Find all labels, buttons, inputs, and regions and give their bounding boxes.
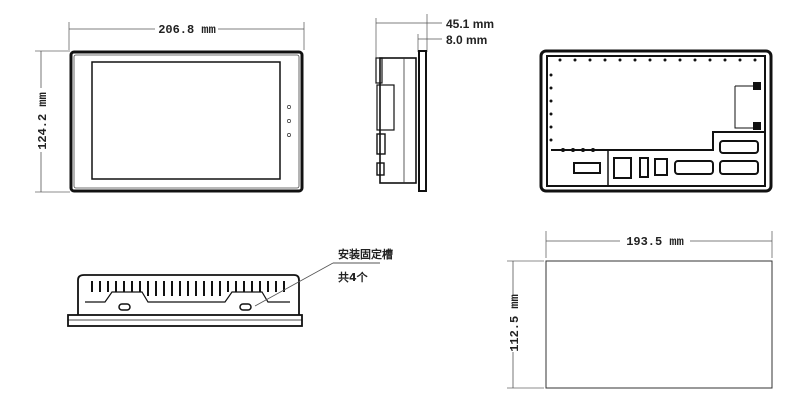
back-view: [539, 49, 773, 193]
front-width-label: 206.8 mm: [158, 23, 216, 37]
mounting-slot-icon: [118, 303, 131, 311]
serial-port-icon: [719, 160, 759, 175]
front-view: 206.8 mm 124.2 mm: [35, 22, 305, 193]
mounting-slot-count: 共4个: [338, 270, 369, 284]
side-view: 45.1 mm 8.0 mm: [375, 14, 494, 192]
mounting-slot-callout: 安装固定槽: [338, 247, 393, 261]
led-icon: [287, 119, 291, 123]
led-icon: [287, 105, 291, 109]
front-height-label: 124.2 mm: [36, 92, 50, 150]
led-icon: [287, 133, 291, 137]
usb-b-port-icon: [654, 158, 668, 176]
usb-a-port-icon: [639, 157, 649, 178]
cutout-width-label: 193.5 mm: [626, 235, 684, 249]
ethernet-port-icon: [613, 157, 632, 179]
cutout-height-label: 112.5 mm: [508, 294, 522, 352]
depth-label: 45.1 mm: [446, 17, 494, 31]
power-terminal-icon: [573, 162, 601, 174]
mounting-slot-icon: [239, 303, 252, 311]
panel-cutout: 193.5 mm 112.5 mm: [507, 231, 773, 389]
serial-port-icon: [674, 160, 714, 175]
serial-port-icon: [719, 140, 759, 154]
bottom-view: 安装固定槽 共4个: [67, 247, 393, 327]
flange-label: 8.0 mm: [446, 33, 487, 47]
